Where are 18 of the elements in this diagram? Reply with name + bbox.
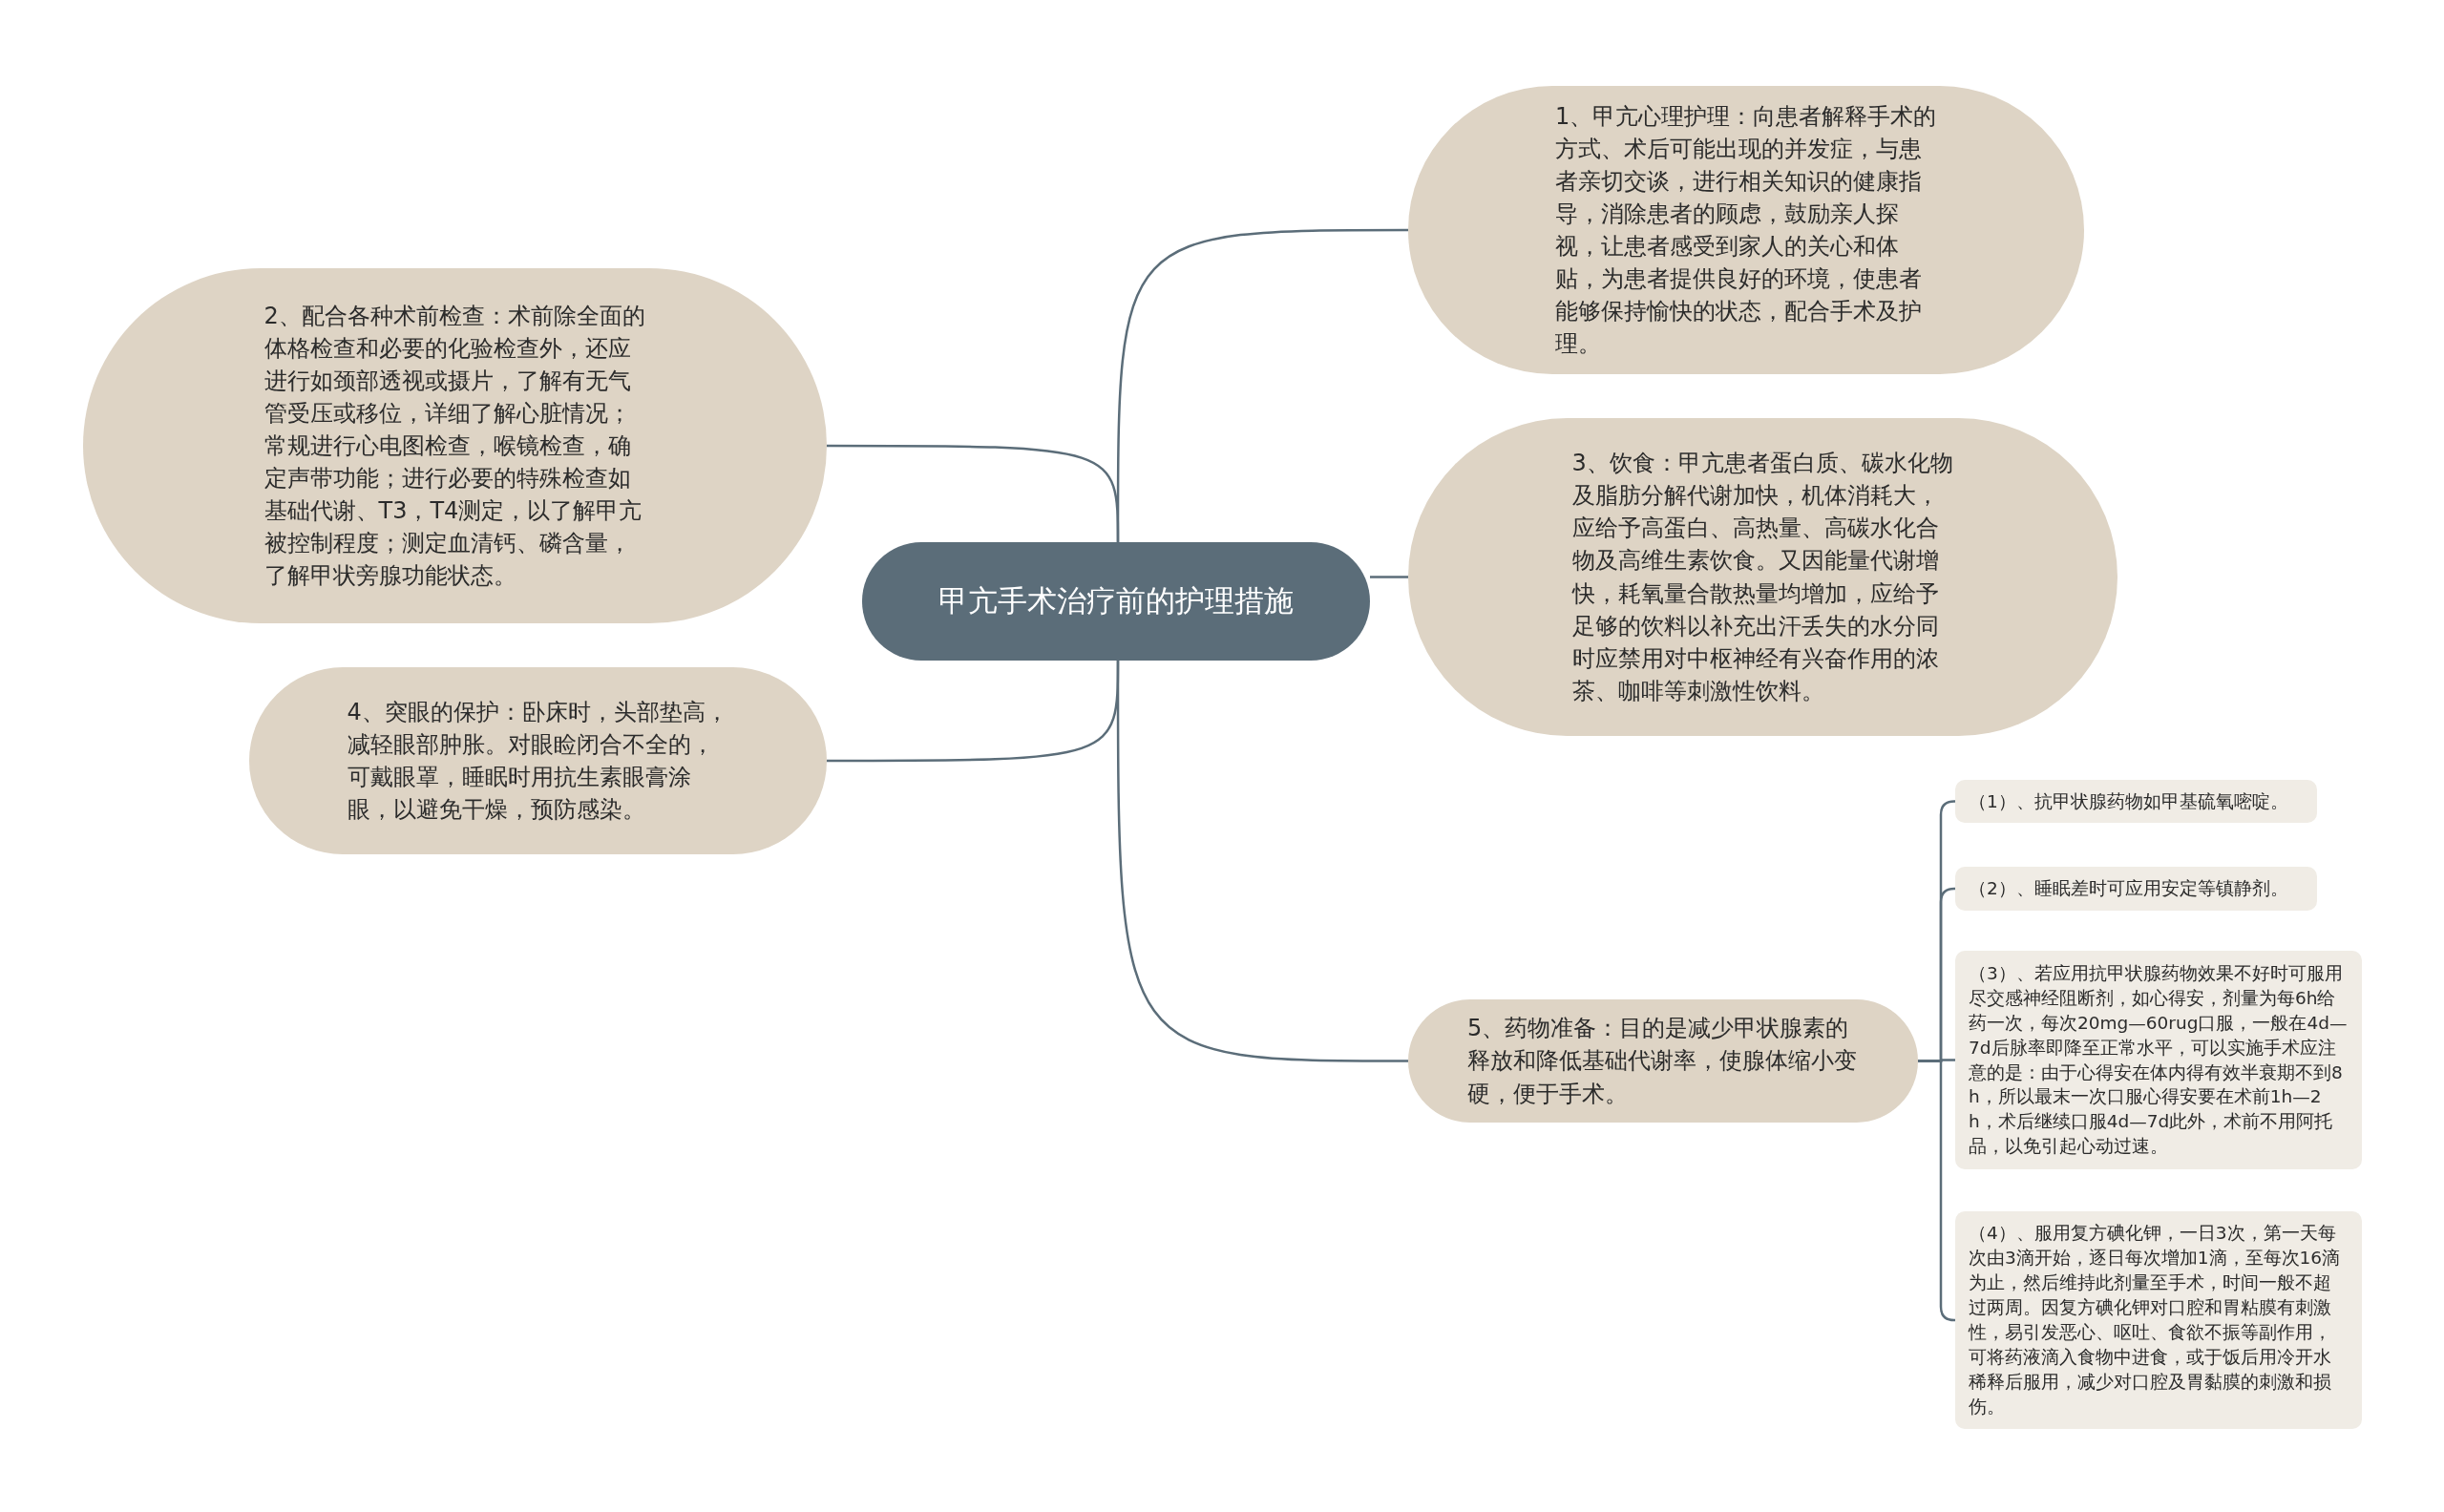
node-text: 2、配合各种术前检查：术前除全面的体格检查和必要的化验检查外，还应进行如颈部透视或摄片，了解有无气管受压或移位，详细了解心脏情况；常规进行心电图检查，喉镜检查，确定声带功能；进行必要的特殊检查如基础代谢、T3，T4测定，以了解甲亢被控制程度；测定血清钙、磷含量，了解甲状旁腺功能状态。 — [263, 301, 646, 592]
node-text: 3、饮食：甲亢患者蛋白质、碳水化物及脂肪分解代谢加快，机体消耗大，应给予高蛋白、高热量、高碳水化合物及高维生素饮食。又因能量代谢增快，耗氧量合散热量均增加，应给予足够的饮料以补充出汗丢失的水分同时应禁用对中枢神经有兴奋作用的浓茶、咖啡等刺激性饮料。 — [1571, 449, 1954, 706]
node-text: 4、突眼的保护：卧床时，头部垫高，减轻眼部肿胀。对眼睑闭合不全的，可戴眼罩，睡眠时用抗生素眼膏涂眼，以避免干燥，预防感染。 — [347, 697, 729, 826]
connector-line — [827, 444, 1120, 542]
node-text: 1、甲亢心理护理：向患者解释手术的方式、术后可能出现的并发症，与患者亲切交谈，进行相关知识的健康指导，消除患者的顾虑，鼓励亲人探视，让患者感受到家人的关心和体贴，为患者提供良好的环境，使患者能够保持愉快的状态，配合手术及护理。 — [1555, 101, 1937, 360]
node-text: （4）、服用复方碘化钾，一日3次，第一天每次由3滴开始，逐日每次增加1滴，至每次16滴为止，然后维持此剂量至手术，时间一般不超过两周。因复方碘化钾对口腔和胃粘膜有刺激性，易引发恶心、呕吐、食欲不振等副作用，可将药液滴入食物中进食，或于饭后用冷开水稀释后服用，减少对口腔及胃黏膜的刺激和损伤。 — [1969, 1222, 2342, 1418]
subtopic-card — [1955, 780, 2317, 823]
connector-line — [1370, 576, 1408, 578]
node-text: （1）、抗甲状腺药物如甲基硫氧嘧啶。 — [1969, 789, 2289, 813]
connector-line — [1116, 661, 1408, 1062]
connector-line — [1918, 1060, 1956, 1322]
subtopic-card — [1955, 1211, 2362, 1429]
subtopic-card — [1955, 951, 2362, 1169]
node-text: （3）、若应用抗甲状腺药物效果不好时可服用尽交感神经阻断剂，如心得安，剂量为每6h给药一次，每次20mg—60rug口服，一般在4d—7d后脉率即降至正常水平，可以实施手术应注意的是：由于心得安在体内得有效半衰期不到8h，所以最末一次口服心得安要在术前1h—2h，术后继续口服4d—7d此外，术前不用阿托品，以免引起心动过速。 — [1969, 961, 2349, 1159]
subtopic-card — [1955, 867, 2317, 911]
node-text: 5、药物准备：目的是减少甲状腺素的释放和降低基础代谢率，使腺体缩小变硬，便于手术。 — [1467, 1014, 1858, 1109]
node-text: 甲亢手术治疗前的护理措施 — [938, 582, 1295, 620]
node-text: （2）、睡眠差时可应用安定等镇静剂。 — [1969, 877, 2289, 901]
